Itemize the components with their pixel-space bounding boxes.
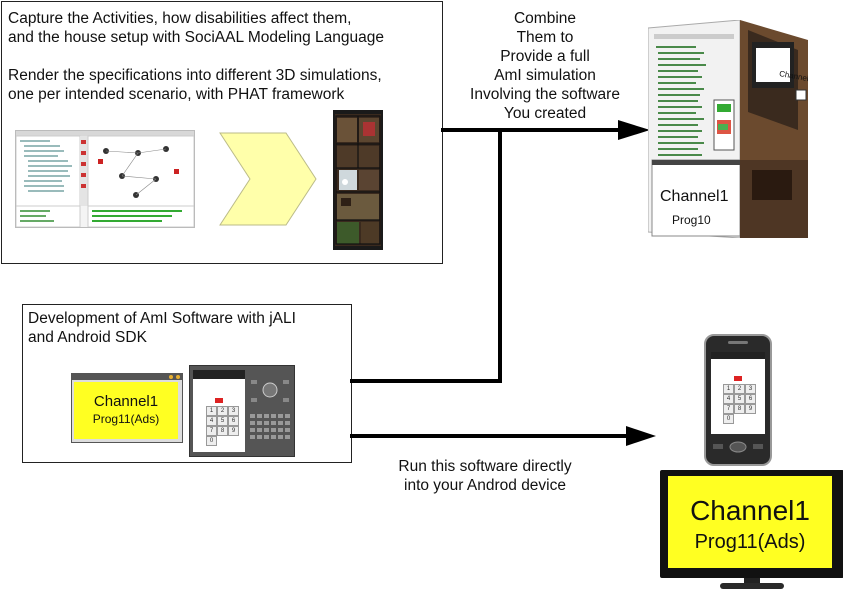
key-8: 8 — [734, 404, 745, 414]
emulator-hardware-keys — [250, 380, 290, 439]
tv-program-label: Prog11(Ads) — [694, 531, 806, 553]
render-chevron-icon — [219, 132, 317, 226]
jali-channel-label: Channel1 — [93, 393, 159, 410]
modeling-text-line4: one per intended scenario, with PHAT fra… — [8, 86, 345, 103]
house-3d-graphic — [335, 114, 381, 246]
house-3d-render — [333, 110, 383, 250]
key-6: 6 — [228, 416, 239, 426]
key-4: 4 — [206, 416, 217, 426]
key-2: 2 — [734, 384, 745, 394]
development-box: Development of AmI Software with jALI an… — [22, 304, 352, 463]
tv-channel-label: Channel1 — [690, 495, 810, 526]
key-0: 0 — [206, 436, 217, 446]
key-6: 6 — [745, 394, 756, 404]
combine-caption-line: Involving the software — [470, 86, 620, 103]
android-phone: 1 2 3 4 5 6 7 8 9 0 — [704, 334, 772, 466]
key-9: 9 — [228, 426, 239, 436]
android-emulator-screenshot: 1 2 3 4 5 6 7 8 9 0 — [189, 365, 295, 457]
arrow-to-device-icon — [626, 426, 656, 446]
merge-connector — [350, 130, 502, 383]
arrow-to-simulation-icon — [618, 120, 650, 140]
key-5: 5 — [734, 394, 745, 404]
development-text-line2: and Android SDK — [28, 329, 147, 346]
combine-caption-line: Provide a full — [500, 48, 590, 65]
run-caption: Run this software directly into your And… — [370, 457, 600, 495]
combine-caption-line: Them to — [516, 29, 574, 46]
emulator-red-button — [215, 398, 223, 403]
key-8: 8 — [217, 426, 228, 436]
window-minimize-icon — [169, 375, 173, 379]
key-7: 7 — [206, 426, 217, 436]
modeling-text-line1: Capture the Activities, how disabilities… — [8, 10, 352, 27]
run-caption-line: Run this software directly — [398, 458, 572, 475]
jali-window-titlebar — [72, 374, 182, 380]
combine-caption: Combine Them to Provide a full AmI simul… — [450, 9, 640, 123]
sim-program-label: Prog10 — [672, 213, 711, 227]
combine-caption-line: Combine — [513, 10, 577, 27]
modeling-text-line3: Render the specifications into different… — [8, 67, 382, 84]
key-0: 0 — [723, 414, 734, 424]
emulator-screen: 1 2 3 4 5 6 7 8 9 0 — [193, 370, 245, 452]
ami-simulation-graphic — [648, 20, 808, 238]
phone-screen: 1 2 3 4 5 6 7 8 9 0 — [711, 352, 765, 434]
key-4: 4 — [723, 394, 734, 404]
key-1: 1 — [206, 406, 217, 416]
tv-stand-neck — [744, 578, 760, 584]
phone-earpiece — [728, 341, 748, 344]
tv-stand-base — [720, 583, 784, 589]
combine-caption-line: You created — [503, 105, 587, 122]
key-1: 1 — [723, 384, 734, 394]
window-close-icon — [176, 375, 180, 379]
sociaal-editor-graphic — [16, 131, 194, 227]
sociaal-editor-screenshot — [15, 130, 195, 228]
key-3: 3 — [228, 406, 239, 416]
jali-lcd-screen: Channel1 Prog11(Ads) — [74, 382, 178, 439]
development-text-line1: Development of AmI Software with jALI — [28, 310, 296, 327]
run-caption-line: into your Androd device — [404, 477, 566, 494]
phone-red-button — [734, 376, 742, 381]
jali-tv-window: Channel1 Prog11(Ads) — [71, 373, 183, 443]
key-2: 2 — [217, 406, 228, 416]
key-5: 5 — [217, 416, 228, 426]
ami-simulation-screenshot: Channel1 Prog10 Channel1 — [648, 20, 808, 238]
emulator-statusbar — [193, 370, 245, 379]
modeling-text-line2: and the house setup with SociAAL Modelin… — [8, 29, 385, 46]
key-3: 3 — [745, 384, 756, 394]
key-9: 9 — [745, 404, 756, 414]
key-7: 7 — [723, 404, 734, 414]
tv-screen: Channel1 Prog11(Ads) — [668, 476, 832, 568]
television: Channel1 Prog11(Ads) — [660, 470, 843, 578]
phone-statusbar — [711, 352, 765, 359]
modeling-box: Capture the Activities, how disabilities… — [1, 1, 443, 264]
sim-channel-label: Channel1 — [660, 188, 729, 205]
combine-caption-line: AmI simulation — [494, 67, 596, 84]
phone-hardware-buttons — [713, 441, 763, 453]
jali-program-label: Prog11(Ads) — [92, 412, 160, 426]
